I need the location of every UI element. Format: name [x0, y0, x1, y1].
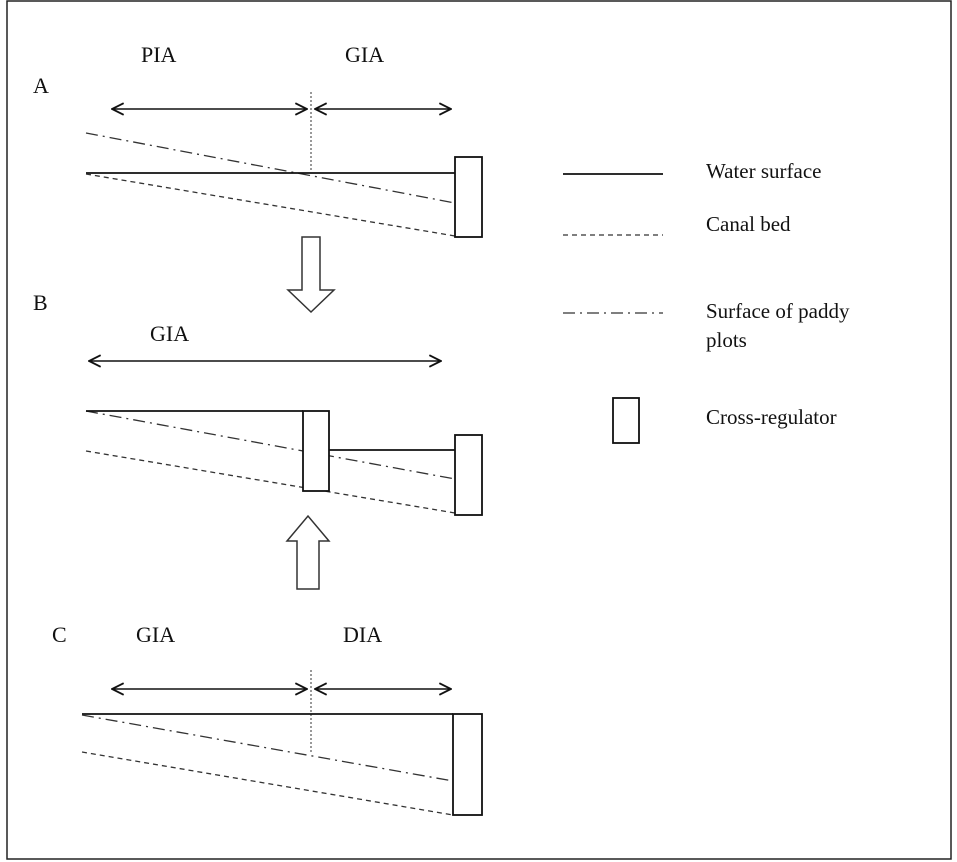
panel-b-cross-regulator-middle [302, 410, 330, 492]
legend: Water surface Canal bed Surface of paddy… [563, 159, 850, 444]
panel-c-gia-label: GIA [136, 622, 175, 647]
panel-a-cross-regulator [454, 156, 483, 238]
panel-a-pia-label: PIA [141, 42, 177, 67]
panel-b: B GIA [33, 290, 483, 516]
panel-c-dia-label: DIA [343, 622, 382, 647]
figure-border [6, 0, 952, 860]
panel-c-letter: C [52, 622, 67, 647]
legend-water-surface-label: Water surface [706, 159, 821, 183]
legend-paddy-surface-label-line1: Surface of paddy [706, 299, 850, 323]
panel-c-canal-bed [81, 751, 454, 816]
panel-c-paddy-surface [81, 714, 454, 782]
legend-paddy-surface-label-line2: plots [706, 328, 747, 352]
panel-a: A PIA GIA [33, 42, 483, 238]
panel-a-canal-bed [85, 173, 456, 237]
panel-b-cross-regulator-end [454, 434, 483, 516]
panel-a-paddy-surface [85, 132, 456, 204]
transition-down-arrow-icon [286, 236, 336, 314]
panel-b-letter: B [33, 290, 48, 315]
panel-c-cross-regulator [452, 713, 483, 816]
panel-b-canal-bed [85, 450, 456, 514]
panel-a-letter: A [33, 73, 49, 98]
transition-up-arrow-icon [285, 514, 331, 590]
panel-b-gia-label: GIA [150, 321, 189, 346]
legend-cross-regulator-swatch [612, 397, 640, 444]
panel-a-gia-label: GIA [345, 42, 384, 67]
legend-canal-bed-label: Canal bed [706, 212, 791, 236]
panel-b-paddy-surface [85, 410, 456, 480]
panel-c: C GIA DIA [52, 622, 483, 816]
legend-cross-regulator-label: Cross-regulator [706, 405, 837, 429]
